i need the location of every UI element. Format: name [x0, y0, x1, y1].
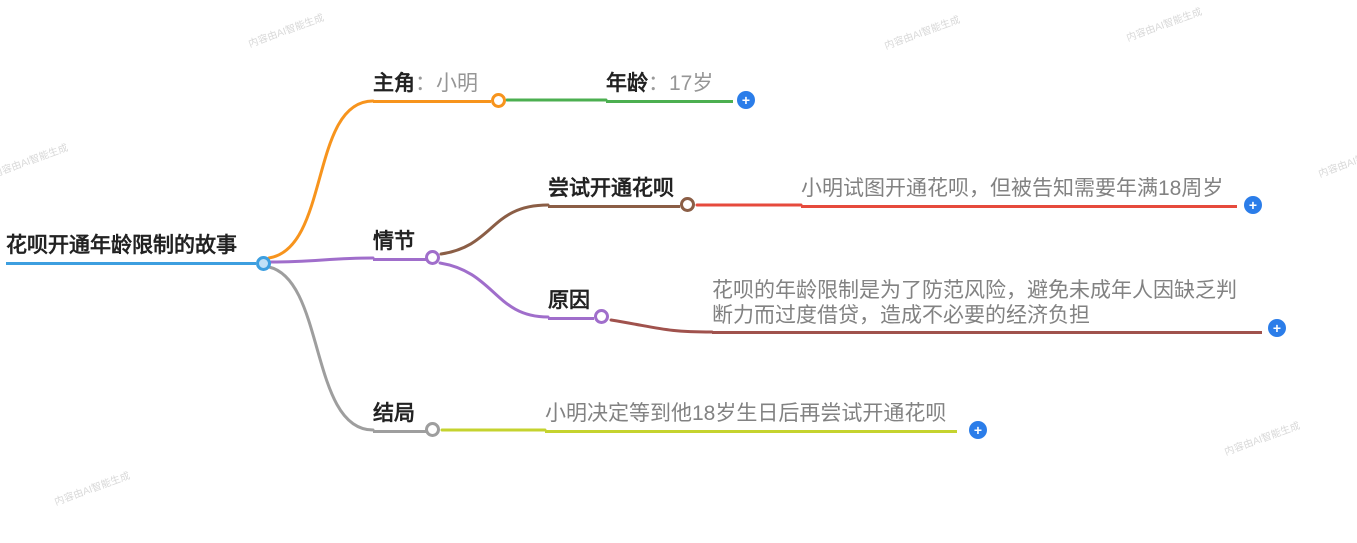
- watermark: 内容由AI智能生成: [1223, 420, 1302, 459]
- node-ending[interactable]: 结局: [373, 401, 428, 433]
- branch-line-reason-detail: [609, 318, 714, 334]
- node-ending-detail[interactable]: 小明决定等到他18岁生日后再尝试开通花呗: [545, 401, 957, 433]
- node-age-colon: ：: [648, 72, 669, 95]
- node-protagonist[interactable]: 主角：小明: [373, 71, 491, 103]
- node-age-value: 17岁: [669, 72, 714, 95]
- add-child-button-ending[interactable]: +: [969, 421, 987, 439]
- node-protagonist-dot[interactable]: [491, 93, 506, 108]
- node-reason-detail-text: 花呗的年龄限制是为了防范风险，避免未成年人因缺乏判断力而过度借贷，造成不必要的经…: [712, 279, 1237, 327]
- root-label: 花呗开通年龄限制的故事: [6, 234, 237, 257]
- watermark: 内容由AI智能生成: [1125, 6, 1204, 45]
- node-protagonist-label: 主角: [373, 72, 415, 95]
- node-reason-detail[interactable]: 花呗的年龄限制是为了防范风险，避免未成年人因缺乏判断力而过度借贷，造成不必要的经…: [712, 278, 1262, 334]
- branch-line-reason: [438, 261, 550, 319]
- watermark: 内容由AI智能生成: [247, 12, 326, 51]
- node-plot-dot[interactable]: [425, 250, 440, 265]
- branch-line-protagonist: [267, 99, 375, 260]
- node-attempt-label: 尝试开通花呗: [548, 177, 674, 200]
- node-reason[interactable]: 原因: [548, 288, 594, 320]
- watermark: 内容由AI智能生成: [1317, 142, 1357, 181]
- node-reason-dot[interactable]: [594, 309, 609, 324]
- add-child-button-attempt[interactable]: +: [1244, 196, 1262, 214]
- root-node[interactable]: 花呗开通年龄限制的故事: [6, 233, 256, 265]
- node-reason-label: 原因: [548, 289, 590, 312]
- node-protagonist-value: 小明: [436, 72, 478, 95]
- node-protagonist-colon: ：: [415, 72, 436, 95]
- node-ending-detail-text: 小明决定等到他18岁生日后再尝试开通花呗: [545, 402, 947, 425]
- watermark: 内容由AI智能生成: [883, 14, 962, 53]
- node-attempt-detail[interactable]: 小明试图开通花呗，但被告知需要年满18周岁: [801, 176, 1237, 208]
- branch-line-ending: [267, 265, 375, 432]
- branch-line-attempt: [439, 203, 550, 256]
- branch-line-plot: [269, 256, 375, 264]
- node-ending-label: 结局: [373, 402, 415, 425]
- node-attempt-detail-text: 小明试图开通花呗，但被告知需要年满18周岁: [801, 177, 1224, 200]
- add-child-button-reason[interactable]: +: [1268, 319, 1286, 337]
- node-age-label: 年龄: [606, 72, 648, 95]
- watermark: 内容由AI智能生成: [0, 142, 70, 181]
- node-attempt-dot[interactable]: [680, 197, 695, 212]
- node-attempt[interactable]: 尝试开通花呗: [548, 176, 680, 208]
- node-ending-dot[interactable]: [425, 422, 440, 437]
- node-plot-label: 情节: [373, 230, 415, 253]
- node-plot[interactable]: 情节: [373, 229, 428, 261]
- node-age[interactable]: 年龄：17岁: [606, 71, 733, 103]
- root-node-dot[interactable]: [256, 256, 271, 271]
- watermark: 内容由AI智能生成: [53, 470, 132, 509]
- add-child-button-age[interactable]: +: [737, 91, 755, 109]
